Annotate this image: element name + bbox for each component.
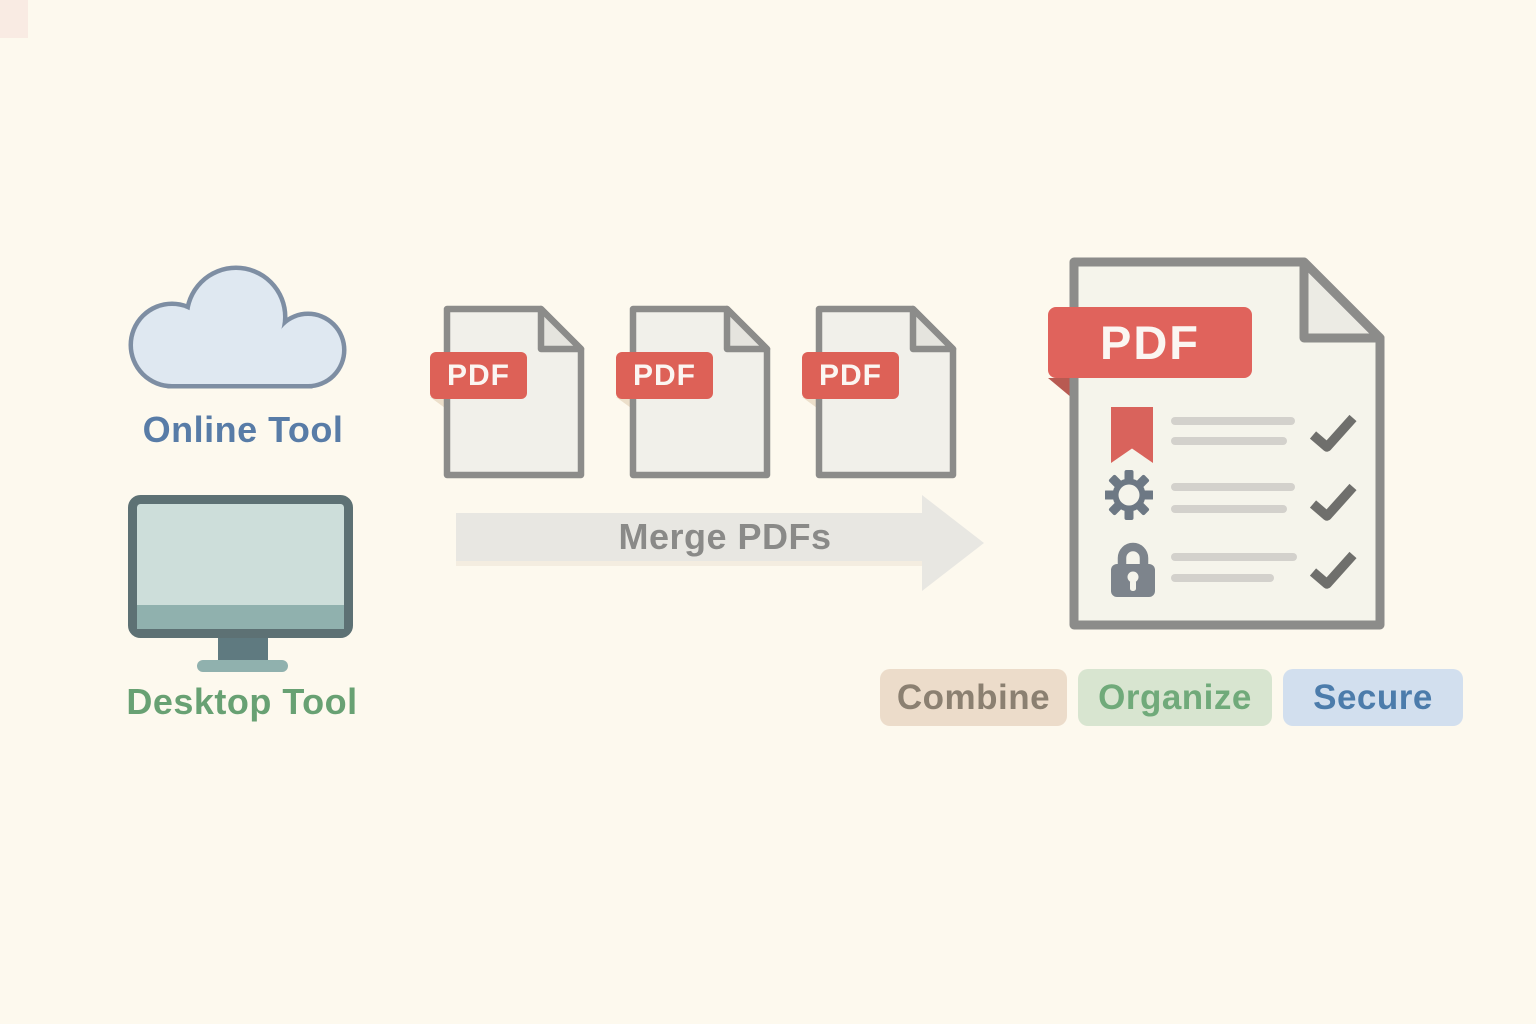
text-line: [1171, 483, 1295, 491]
checkmark-icon: [1309, 414, 1357, 452]
tag-combine: Combine: [880, 669, 1067, 726]
merged-pdf-document: PDF: [1048, 254, 1388, 634]
checkmark-icon: [1309, 551, 1357, 589]
desktop-tool-label: Desktop Tool: [126, 681, 358, 722]
online-tool-label: Online Tool: [142, 409, 344, 450]
online-tool-group: [124, 260, 351, 392]
text-line: [1171, 574, 1274, 582]
cloud-icon: [128, 265, 347, 389]
tag-organize: Organize: [1078, 669, 1272, 726]
pdf-badge: PDF: [616, 352, 713, 399]
source-pdf-file-2: PDF: [616, 303, 773, 481]
text-line: [1171, 505, 1287, 513]
text-line: [1171, 417, 1295, 425]
checkmark-icon: [1309, 483, 1357, 521]
pdf-badge: PDF: [802, 352, 899, 399]
source-pdf-file-1: PDF: [430, 303, 587, 481]
source-pdf-file-3: PDF: [802, 303, 959, 481]
desktop-tool-group: [128, 495, 353, 673]
corner-artifact: [0, 0, 28, 38]
merge-arrow-label: Merge PDFs: [618, 516, 832, 557]
bookmark-icon: [1111, 407, 1153, 463]
gear-icon: [1105, 470, 1153, 520]
text-line: [1171, 553, 1297, 561]
monitor-icon: [128, 495, 353, 672]
tag-secure: Secure: [1283, 669, 1463, 726]
arrow-head-icon: [922, 495, 984, 591]
pdf-ribbon-badge: PDF: [1048, 307, 1252, 378]
merge-arrow: Merge PDFs: [456, 495, 986, 591]
arrow-shaft: [456, 513, 924, 561]
pdf-badge: PDF: [430, 352, 527, 399]
text-line: [1171, 437, 1287, 445]
lock-icon: [1111, 542, 1155, 597]
